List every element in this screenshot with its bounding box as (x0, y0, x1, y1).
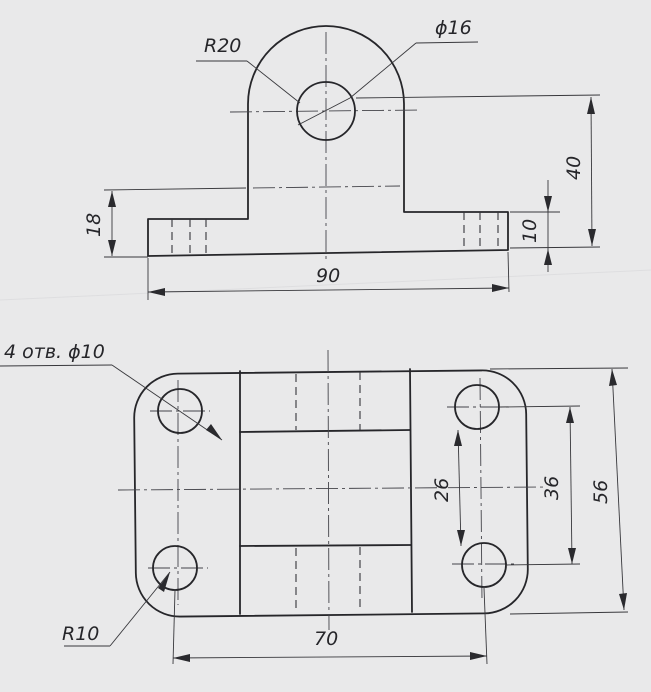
arrowhead (158, 572, 170, 592)
block-right-edge (409, 368, 413, 613)
dim-line-70 (172, 655, 488, 659)
arrowhead (587, 97, 595, 114)
arrowhead (609, 369, 617, 386)
dimension-26: 26 (431, 478, 453, 502)
arrowhead (568, 548, 576, 564)
arrowhead (454, 430, 462, 446)
paper-fold (0, 269, 651, 301)
front-hole-circle (296, 81, 356, 141)
extension-line (103, 187, 247, 191)
corner-radius-label: R10 (62, 623, 99, 645)
body-top-edge (239, 429, 411, 433)
r10-leader (109, 571, 171, 647)
front-view-outline (147, 25, 509, 257)
front-dashdot-line (252, 185, 401, 189)
mounting-hole (454, 384, 500, 430)
extension-line (172, 589, 176, 665)
dim-line-56 (611, 368, 625, 611)
dimension-90: 90 (316, 265, 340, 287)
arrowhead (544, 196, 552, 212)
hole-label-phi16: ϕ16 (435, 17, 472, 39)
extension-line (483, 587, 488, 665)
dim-line-90 (147, 287, 510, 293)
extension-line (505, 563, 581, 566)
phi16-leader-through (297, 97, 351, 126)
arrowhead (470, 652, 487, 660)
front-horizontal-centerline (229, 109, 421, 113)
dimension-56: 56 (590, 480, 612, 504)
arrowhead (619, 593, 627, 610)
arrowhead (544, 249, 552, 265)
dimension-70: 70 (314, 628, 338, 650)
arrowhead (566, 407, 574, 423)
extension-line (509, 246, 601, 249)
dim-line-36 (569, 406, 573, 565)
holes-leader-shelf (0, 364, 113, 367)
extension-line (509, 611, 629, 615)
extension-line (499, 405, 581, 408)
top-vertical-centerline (327, 349, 330, 631)
dim-line-26 (457, 429, 462, 547)
extension-line (355, 94, 601, 99)
body-bottom-edge (239, 544, 412, 547)
dimension-40: 40 (563, 156, 585, 180)
right-holes-centerline (479, 377, 483, 603)
phi16-leader (349, 42, 417, 99)
arrowhead (492, 284, 509, 292)
extension-line (507, 251, 510, 293)
top-view-outline (133, 369, 529, 618)
dim-line-40 (590, 96, 593, 247)
arrowhead (588, 229, 596, 246)
arrowhead (457, 530, 465, 546)
radius-label-r20: R20 (204, 35, 241, 57)
front-view: R20 ϕ16 40 10 18 90 (83, 17, 601, 300)
holes-label: 4 отв. ϕ10 (4, 341, 105, 363)
arrowhead (148, 288, 165, 296)
mounting-hole (157, 388, 203, 434)
arrowhead (206, 424, 222, 440)
dimension-10: 10 (519, 219, 541, 243)
dimension-36: 36 (541, 476, 563, 500)
arrowhead (108, 191, 116, 207)
arrowhead (173, 654, 190, 662)
phi16-leader-shelf (415, 41, 479, 44)
dimension-18: 18 (83, 213, 105, 237)
top-horizontal-centerline (117, 486, 546, 491)
r20-leader (246, 60, 301, 104)
holes-leader (111, 364, 223, 441)
top-view: 4 отв. ϕ10 R10 26 36 56 70 (0, 341, 629, 665)
extension-line (489, 367, 629, 370)
arrowhead (108, 240, 116, 256)
